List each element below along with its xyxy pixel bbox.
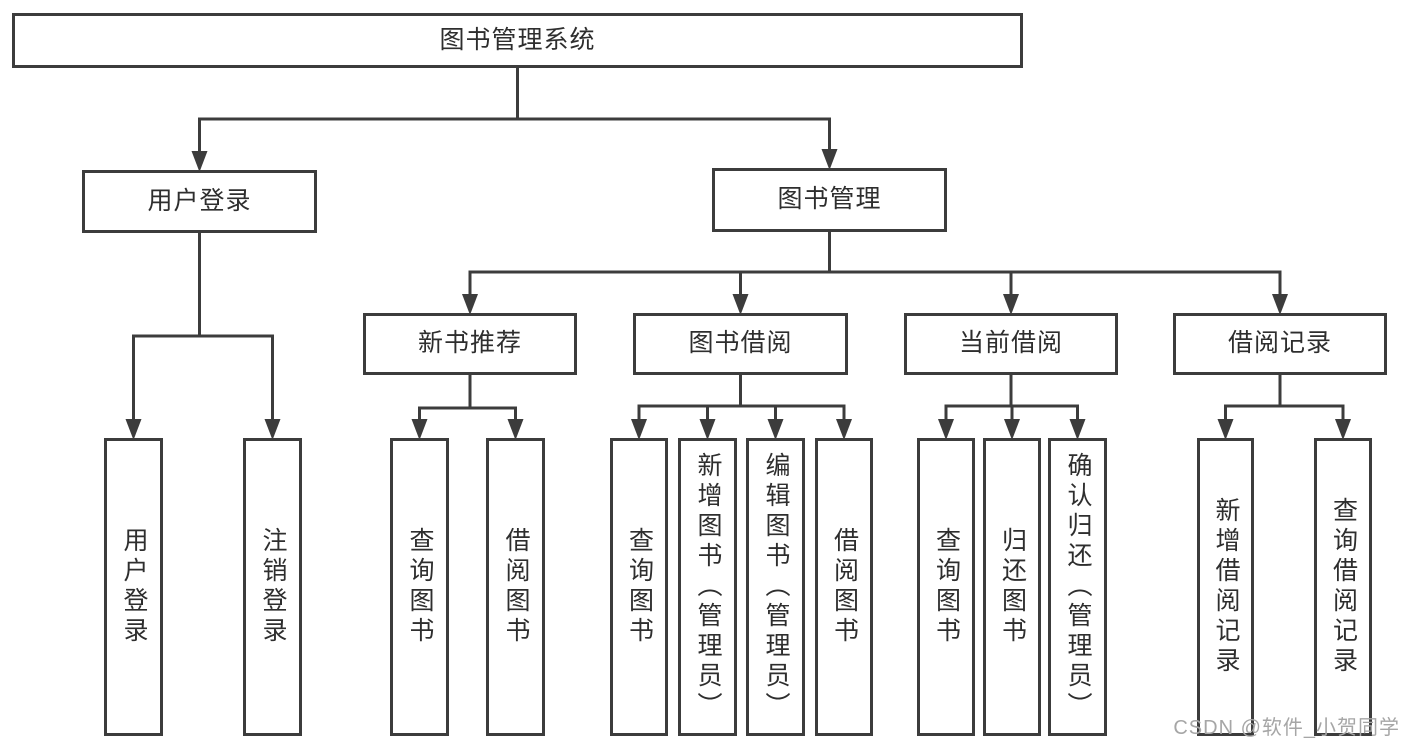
arrowhead-user-login <box>125 419 142 440</box>
arrowhead-bb-query-book <box>631 419 647 440</box>
node-new-book-rec: 新书推荐 <box>363 313 577 375</box>
connector-new-book-rec <box>418 374 517 426</box>
node-book-mgmt: 图书管理 <box>712 168 947 232</box>
node-current-borrow: 当前借阅 <box>904 313 1118 375</box>
node-rec-query-book: 查询图书 <box>390 438 449 736</box>
node-label-cb-return-book: 归还图书 <box>998 527 1027 647</box>
connector-current-borrow <box>944 374 1079 426</box>
node-label-bb-edit-book: 编辑图书（管理员） <box>762 452 790 722</box>
node-label-br-query-record: 查询借阅记录 <box>1329 497 1358 677</box>
node-borrow-records: 借阅记录 <box>1173 313 1387 375</box>
connector-login-branch <box>132 232 274 426</box>
node-label-login-branch: 用户登录 <box>147 186 252 215</box>
node-label-new-book-rec: 新书推荐 <box>417 329 522 358</box>
node-bb-add-book: 新增图书（管理员） <box>678 438 737 736</box>
csdn-watermark: CSDN @软件_小贺同学 <box>1173 717 1400 739</box>
connector-borrow-records <box>1224 374 1345 426</box>
node-label-cb-query-book: 查询图书 <box>932 527 961 647</box>
connector-root <box>198 67 831 158</box>
arrowhead-current-borrow <box>1003 294 1019 315</box>
connector-book-mgmt <box>468 231 1282 301</box>
arrowhead-user-logout <box>264 419 281 440</box>
arrowhead-rec-borrow-book <box>507 419 524 440</box>
node-label-borrow-records: 借阅记录 <box>1227 329 1332 358</box>
node-label-root: 图书管理系统 <box>439 25 596 54</box>
arrowhead-borrow-records <box>1272 294 1288 315</box>
node-label-rec-borrow-book: 借阅图书 <box>502 527 530 647</box>
node-label-bb-add-book: 新增图书（管理员） <box>694 452 722 722</box>
arrowhead-bb-edit-book <box>767 419 784 440</box>
node-label-rec-query-book: 查询图书 <box>406 527 434 647</box>
node-cb-query-book: 查询图书 <box>917 438 975 736</box>
arrowhead-rec-query-book <box>411 419 428 440</box>
node-label-bb-borrow-book: 借阅图书 <box>830 527 859 647</box>
node-rec-borrow-book: 借阅图书 <box>486 438 545 736</box>
node-bb-query-book: 查询图书 <box>610 438 668 736</box>
arrowhead-cb-return-book <box>1004 419 1020 440</box>
arrowhead-br-add-record <box>1217 419 1234 440</box>
node-bb-borrow-book: 借阅图书 <box>815 438 873 736</box>
node-label-book-mgmt: 图书管理 <box>777 185 882 214</box>
node-user-logout: 注销登录 <box>243 438 302 736</box>
node-login-branch: 用户登录 <box>82 170 317 233</box>
node-label-book-borrow: 图书借阅 <box>688 329 793 358</box>
arrowhead-book-mgmt <box>821 149 838 170</box>
arrowhead-login-branch <box>191 151 208 172</box>
node-label-br-add-record: 新增借阅记录 <box>1212 497 1240 677</box>
arrowhead-br-query-record <box>1335 419 1351 440</box>
node-br-add-record: 新增借阅记录 <box>1197 438 1254 736</box>
node-br-query-record: 查询借阅记录 <box>1314 438 1372 736</box>
node-cb-return-book: 归还图书 <box>983 438 1041 736</box>
arrowhead-bb-add-book <box>699 419 716 440</box>
arrowhead-cb-confirm-return <box>1069 419 1086 440</box>
node-user-login: 用户登录 <box>104 438 163 736</box>
node-root: 图书管理系统 <box>12 13 1023 68</box>
node-bb-edit-book: 编辑图书（管理员） <box>746 438 805 736</box>
node-label-bb-query-book: 查询图书 <box>625 527 654 647</box>
node-label-current-borrow: 当前借阅 <box>958 329 1063 358</box>
node-label-user-login: 用户登录 <box>120 527 148 647</box>
arrowhead-new-book-rec <box>462 294 478 315</box>
node-cb-confirm-return: 确认归还（管理员） <box>1048 438 1107 736</box>
node-label-cb-confirm-return: 确认归还（管理员） <box>1064 452 1092 722</box>
arrowhead-cb-query-book <box>938 419 954 440</box>
arrowhead-bb-borrow-book <box>836 419 852 440</box>
node-book-borrow: 图书借阅 <box>633 313 848 375</box>
node-label-user-logout: 注销登录 <box>259 527 287 647</box>
arrowhead-book-borrow <box>732 294 749 315</box>
connector-book-borrow <box>637 374 846 426</box>
